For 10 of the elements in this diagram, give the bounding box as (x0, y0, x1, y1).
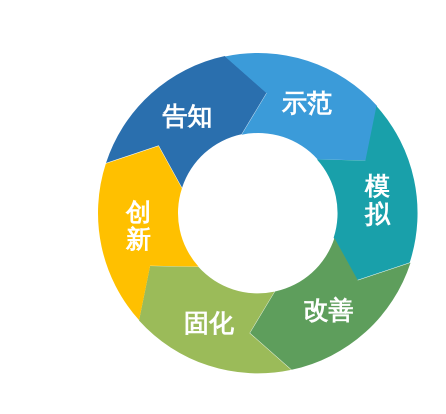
segment-label: 告知 (162, 103, 212, 128)
segment-label: 创新 (126, 198, 152, 254)
cycle-arrow-segment (250, 238, 410, 370)
segment-label: 固化 (184, 310, 234, 336)
cycle-arrow-segment (106, 56, 266, 188)
segment-label: 改善 (304, 298, 354, 323)
segment-label: 模拟 (364, 172, 390, 228)
cycle-arrow-segment (139, 266, 292, 373)
segment-label: 示范 (282, 90, 332, 116)
cycle-arrow-segment (224, 53, 377, 160)
